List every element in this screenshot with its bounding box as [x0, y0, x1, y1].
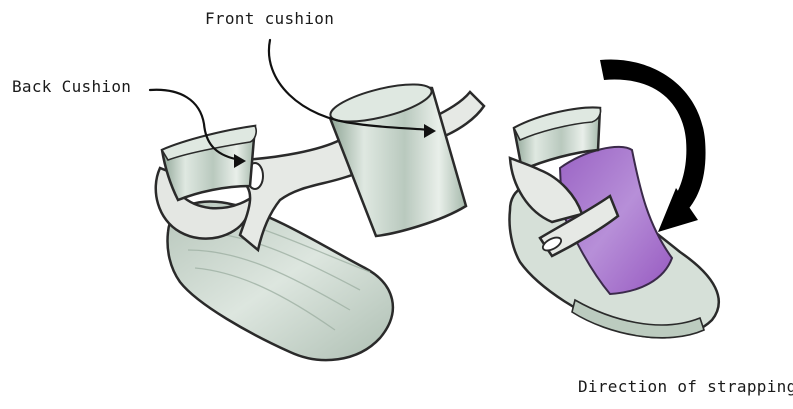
- direction-of-strapping-label: Direction of strapping: [578, 377, 793, 396]
- left-sandal: [156, 77, 484, 360]
- front-cushion-label: Front cushion: [205, 9, 334, 28]
- back-cushion-label: Back Cushion: [12, 77, 131, 96]
- front-cushion: [327, 77, 466, 236]
